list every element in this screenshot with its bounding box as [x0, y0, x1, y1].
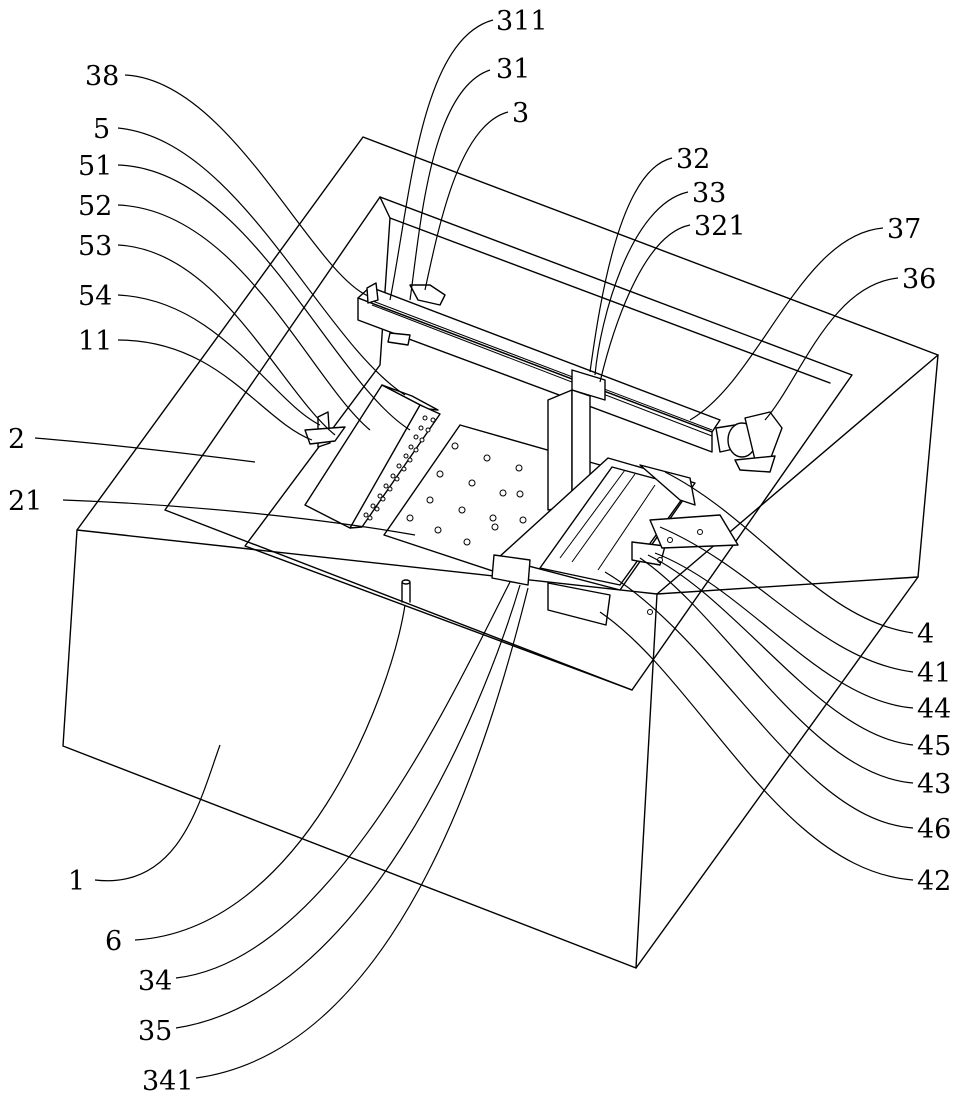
motor-assembly: [716, 412, 782, 472]
label-38: 38: [85, 61, 119, 92]
label-44: 44: [917, 694, 951, 725]
leader-35: [176, 585, 520, 1028]
label-4: 4: [917, 619, 934, 650]
leader-38: [125, 75, 368, 296]
label-35: 35: [138, 1016, 172, 1047]
leader-45: [648, 555, 913, 745]
leader-42: [600, 612, 913, 880]
leader-37: [690, 228, 883, 420]
label-41: 41: [917, 658, 951, 689]
label-43: 43: [917, 769, 951, 800]
beam-end-cap-left: [367, 283, 378, 303]
label-21: 21: [8, 486, 42, 517]
label-32: 32: [676, 144, 710, 175]
leader-44: [655, 553, 913, 708]
leader-52: [118, 205, 370, 430]
motor-base: [735, 456, 775, 472]
clamp-stop-bracket: [305, 427, 345, 444]
leader-34: [176, 582, 510, 978]
beam-bracket-left: [410, 285, 445, 305]
label-6: 6: [105, 926, 122, 957]
label-2: 2: [8, 424, 25, 455]
frame-front-block: [548, 583, 610, 625]
label-321: 321: [694, 211, 746, 242]
label-36: 36: [902, 264, 936, 295]
label-11: 11: [78, 326, 112, 357]
beam-foot-left: [388, 333, 410, 345]
leader-54: [118, 295, 320, 425]
label-51: 51: [78, 151, 112, 182]
column-side: [548, 390, 572, 510]
pipe-6: [402, 580, 410, 602]
frame-end-left: [492, 555, 530, 585]
label-34: 34: [138, 966, 172, 997]
leader-41: [660, 527, 913, 672]
label-3: 3: [512, 98, 529, 129]
leader-11: [118, 340, 312, 440]
label-54: 54: [78, 281, 112, 312]
label-53: 53: [78, 231, 112, 262]
label-33: 33: [692, 178, 726, 209]
leader-53: [118, 245, 335, 435]
label-31: 31: [496, 54, 530, 85]
label-5: 5: [93, 114, 110, 145]
rear-plate: [650, 515, 738, 548]
label-341: 341: [142, 1066, 194, 1097]
label-1: 1: [68, 866, 85, 897]
label-52: 52: [78, 191, 112, 222]
label-45: 45: [917, 731, 951, 762]
label-46: 46: [917, 814, 951, 845]
leader-2: [35, 438, 255, 462]
leader-4: [665, 472, 913, 633]
leader-43: [640, 558, 913, 783]
label-42: 42: [917, 866, 951, 897]
label-37: 37: [887, 214, 921, 245]
label-311: 311: [496, 6, 548, 37]
leader-3: [425, 112, 508, 290]
leader-31: [410, 70, 490, 300]
leader-6: [135, 605, 405, 940]
leader-311: [390, 20, 493, 300]
leader-32: [590, 158, 672, 372]
leader-5: [118, 128, 405, 395]
